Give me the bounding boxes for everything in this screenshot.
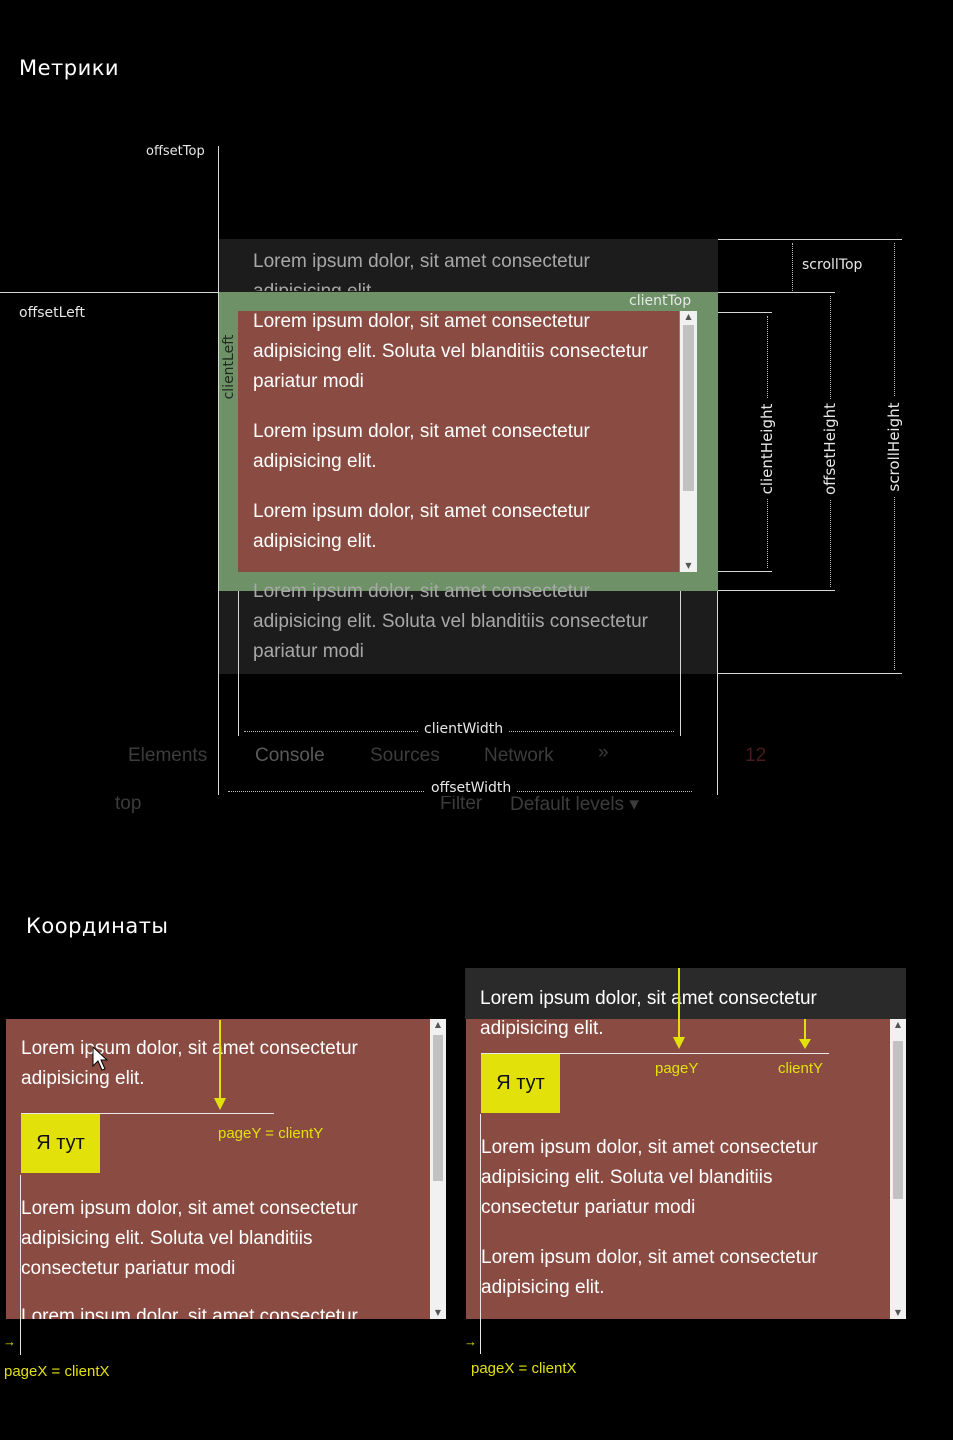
left-page-y-label: pageY = clientY bbox=[218, 1125, 324, 1142]
scroll-down-arrow-icon[interactable]: ▼ bbox=[894, 1308, 902, 1317]
left-panel-scrollbar[interactable]: ▲ ▼ bbox=[430, 1019, 446, 1319]
right-page-y-label: pageY bbox=[655, 1060, 699, 1077]
visible-content: Lorem ipsum dolor, sit amet consectetur … bbox=[253, 307, 678, 577]
devtools-tab-sources: Sources bbox=[370, 745, 440, 766]
client-width-label: clientWidth bbox=[418, 721, 510, 737]
left-paragraph-3: Lorem ipsum dolor, sit amet consectetur bbox=[21, 1306, 358, 1319]
page-y-arrowhead-icon bbox=[673, 1037, 685, 1049]
border-bottom-line bbox=[718, 590, 835, 591]
client-height-label: clientHeight bbox=[758, 399, 776, 499]
mouse-cursor-icon bbox=[92, 1046, 108, 1071]
left-target-top-line bbox=[21, 1113, 274, 1114]
client-y-arrowhead-icon bbox=[799, 1039, 811, 1049]
offset-left-edge-line bbox=[218, 146, 219, 795]
offset-top-label: offsetTop bbox=[146, 144, 205, 159]
client-left-label-wrap: clientLeft bbox=[189, 335, 269, 400]
scroll-up-arrow-icon[interactable]: ▲ bbox=[685, 312, 692, 321]
offset-right-edge-line bbox=[717, 591, 718, 795]
left-target-left-line bbox=[20, 1175, 21, 1355]
element-client-area bbox=[238, 311, 679, 572]
left-paragraph-2: Lorem ipsum dolor, sit amet consectetur … bbox=[21, 1198, 358, 1279]
client-bottom-line bbox=[718, 571, 772, 572]
right-page-x-arrow-icon: → bbox=[464, 1334, 477, 1349]
left-panel: Lorem ipsum dolor, sit amet consectetur … bbox=[6, 1019, 430, 1319]
left-paragraph-1: Lorem ipsum dolor, sit amet consectetur … bbox=[21, 1038, 358, 1089]
left-page-x-label: pageX = clientX bbox=[4, 1363, 110, 1380]
page-y-arrow-line bbox=[219, 1020, 221, 1104]
scrollbar-thumb[interactable] bbox=[893, 1041, 903, 1199]
scroll-down-arrow-icon[interactable]: ▼ bbox=[685, 561, 692, 570]
client-top-line bbox=[718, 312, 772, 313]
right-target-left-line bbox=[480, 1114, 481, 1354]
visible-paragraph: Lorem ipsum dolor, sit amet consectetur … bbox=[253, 501, 590, 552]
scroll-top-line bbox=[718, 239, 902, 240]
offset-left-line bbox=[0, 292, 219, 293]
offset-height-label: offsetHeight bbox=[821, 399, 839, 499]
metrics-title: Метрики bbox=[19, 56, 120, 80]
target-box[interactable]: Я тут bbox=[21, 1114, 100, 1173]
scroll-down-arrow-icon[interactable]: ▼ bbox=[434, 1308, 442, 1317]
devtools-more: » bbox=[598, 742, 609, 763]
right-client-y-label: clientY bbox=[778, 1060, 824, 1077]
offset-left-label: offsetLeft bbox=[19, 305, 85, 321]
left-page-x-arrow-icon: → bbox=[3, 1334, 16, 1349]
right-panel-scrollbar[interactable]: ▲ ▼ bbox=[890, 1019, 906, 1319]
scroll-height-label: scrollHeight bbox=[885, 397, 903, 497]
scroll-bottom-line bbox=[718, 673, 902, 674]
element-scrollbar[interactable]: ▲ ▼ bbox=[680, 311, 697, 572]
hidden-bottom-text: Lorem ipsum dolor, sit amet consectetur … bbox=[253, 581, 648, 662]
right-paragraph-3: Lorem ipsum dolor, sit amet consectetur … bbox=[481, 1247, 818, 1298]
right-scrolled-area bbox=[465, 968, 906, 1019]
devtools-filter: Filter bbox=[440, 793, 483, 814]
right-page-x-label: pageX = clientX bbox=[471, 1360, 577, 1377]
target-box[interactable]: Я тут bbox=[481, 1054, 560, 1113]
devtools-context: top bbox=[115, 793, 142, 814]
scrollbar-thumb[interactable] bbox=[683, 325, 694, 491]
offset-width-label: offsetWidth bbox=[425, 780, 518, 796]
devtools-tab-network: Network bbox=[484, 745, 554, 766]
devtools-tab-console: Console bbox=[255, 745, 325, 766]
client-left-label: clientLeft bbox=[221, 334, 237, 400]
right-target-top-line bbox=[481, 1053, 829, 1054]
scroll-height-label-wrap: scrollHeight bbox=[844, 397, 944, 497]
border-top-line bbox=[718, 292, 835, 293]
client-top-label: clientTop bbox=[629, 293, 692, 309]
visible-paragraph: Lorem ipsum dolor, sit amet consectetur … bbox=[253, 311, 648, 392]
devtools-count: 12 bbox=[745, 745, 767, 766]
devtools-levels: Default levels ▾ bbox=[510, 794, 639, 815]
hidden-top-text: Lorem ipsum dolor, sit amet consectetur … bbox=[253, 251, 590, 291]
right-scrolled-text: Lorem ipsum dolor, sit amet consectetur … bbox=[480, 988, 817, 1038]
client-right-edge-line bbox=[680, 591, 681, 736]
page-y-arrow-line bbox=[678, 968, 680, 1042]
scroll-up-arrow-icon[interactable]: ▲ bbox=[894, 1020, 902, 1029]
right-paragraph-2: Lorem ipsum dolor, sit amet consectetur … bbox=[481, 1137, 818, 1218]
coordinates-title: Координаты bbox=[26, 914, 169, 938]
scroll-up-arrow-icon[interactable]: ▲ bbox=[434, 1020, 442, 1029]
scroll-top-dotted bbox=[792, 243, 793, 291]
visible-paragraph: Lorem ipsum dolor, sit amet consectetur … bbox=[253, 421, 590, 472]
page-y-arrowhead-icon bbox=[214, 1098, 226, 1110]
client-y-arrow-line bbox=[804, 1019, 806, 1043]
client-left-edge-line bbox=[238, 591, 239, 736]
scroll-top-label: scrollTop bbox=[802, 257, 863, 273]
scrollbar-thumb[interactable] bbox=[433, 1035, 443, 1181]
devtools-tab-elements: Elements bbox=[128, 745, 208, 766]
